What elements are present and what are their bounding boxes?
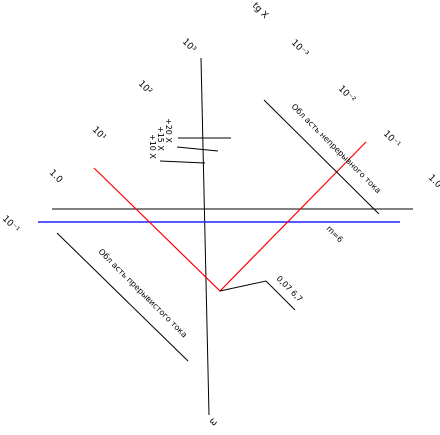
lower-boundary-line [56,232,189,362]
tick-label-1em1: 10⁻¹ [381,129,402,150]
tick-label-1em3: 10⁻³ [289,38,310,59]
tick-label-1e0: 1.0 [47,168,64,185]
x-axis-label: ω [207,416,219,428]
tick-label-1e2: 10² [136,79,154,97]
region-upper-label: Обл аcть непрерывного тока [290,102,383,195]
tick-label-1em2: 10⁻² [336,84,357,105]
tangent-label-15: +15 X [156,126,165,151]
left-tick-label-1em1: 10⁻¹ [0,214,21,235]
v-curve [93,141,367,292]
tick-label-1e3: 10³ [180,37,198,55]
right-tick-label-1e0: 1.0 [426,173,440,190]
tangent-label-20: +20 X [164,118,173,143]
m-label: m=6 [325,224,345,244]
tick-label-1e1: 10¹ [90,125,108,143]
y-axis-label: tg X [250,1,270,21]
region-lower-label: Обл аcть прерывистого тока [97,247,189,339]
value-leader [219,280,296,311]
vertical-axis [200,57,210,416]
upper-boundary-line [263,99,380,215]
tangent-label-10: +10 X [148,134,157,159]
value-point-label: 0,07 6,7 [275,274,305,304]
tick-line-2 [176,146,219,152]
tick-line-3 [159,160,206,164]
